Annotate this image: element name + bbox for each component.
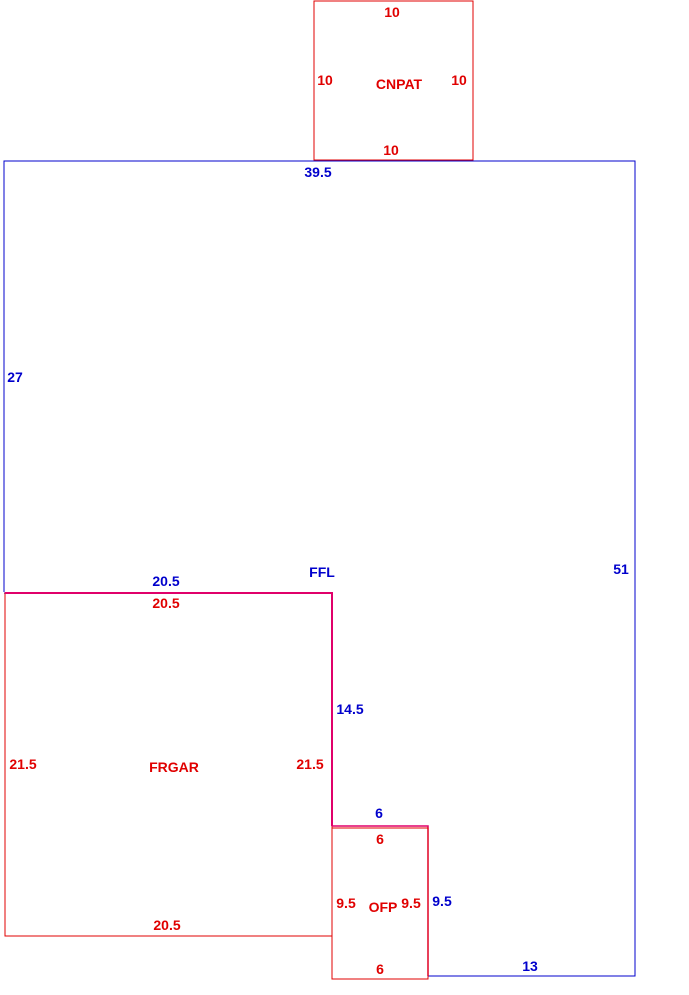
frgar-right-dimension: 21.5 [296,756,323,772]
ffl-left-dimension: 27 [7,369,23,385]
ffl-porch-top-dimension: 6 [375,805,383,821]
cnpat-left-dimension: 10 [317,72,333,88]
cnpat-area-label: CNPAT [376,76,423,92]
frgar-left-dimension: 21.5 [9,756,36,772]
frgar-bottom-dimension: 20.5 [153,917,180,933]
ofp-right-dimension: 9.5 [401,895,421,911]
ofp-top-dimension: 6 [376,831,384,847]
ofp-left-dimension: 9.5 [336,895,356,911]
cnpat-top-dimension: 10 [384,4,400,20]
cnpat-right-dimension: 10 [451,72,467,88]
frgar-top-dimension: 20.5 [152,595,179,611]
shared-wall-garage [5,592,333,826]
ofp-area-label: OFP [369,899,398,915]
cnpat-outline [313,0,474,161]
ofp-bottom-dimension: 6 [376,961,384,977]
cnpat-bottom-dimension: 10 [383,142,399,158]
ffl-garage-side-dimension: 14.5 [336,701,363,717]
ffl-area-label: FFL [309,564,335,580]
frgar-area-label: FRGAR [149,759,199,775]
ffl-bottom-dimension: 13 [522,958,538,974]
ofp-outline [331,827,429,980]
ffl-porch-side-dimension: 9.5 [432,893,452,909]
ffl-right-dimension: 51 [613,561,629,577]
ffl-top-dimension: 39.5 [304,164,331,180]
ffl-garage-top-dimension: 20.5 [152,573,179,589]
